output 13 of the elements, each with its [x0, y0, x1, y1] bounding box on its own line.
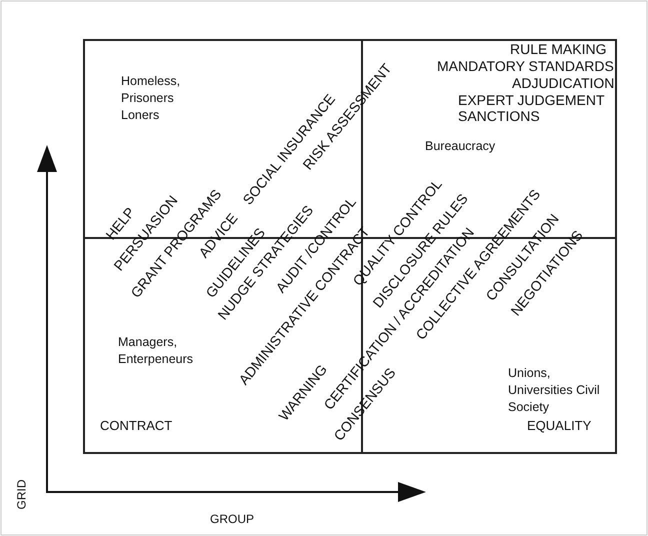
- quadrant-label: CONTRACT: [100, 418, 172, 434]
- policy-label: ADJUDICATION: [512, 75, 614, 92]
- group-label: Homeless, Prisoners Loners: [121, 73, 182, 124]
- quadrant-label: EQUALITY: [527, 418, 592, 434]
- group-label: Unions, Universities Civil Society: [508, 365, 600, 416]
- policy-label: RULE MAKING: [510, 41, 606, 58]
- group-label: Bureaucracy: [425, 138, 496, 155]
- policy-label: EXPERT JUDGEMENT: [458, 92, 605, 110]
- policy-label: MANDATORY STANDARDS: [437, 58, 614, 76]
- group-label: Managers, Enterpeneurs: [118, 334, 194, 368]
- axis-label: GROUP: [210, 512, 254, 527]
- axis-label: GRID: [14, 480, 30, 510]
- policy-label: SANCTIONS: [458, 108, 540, 126]
